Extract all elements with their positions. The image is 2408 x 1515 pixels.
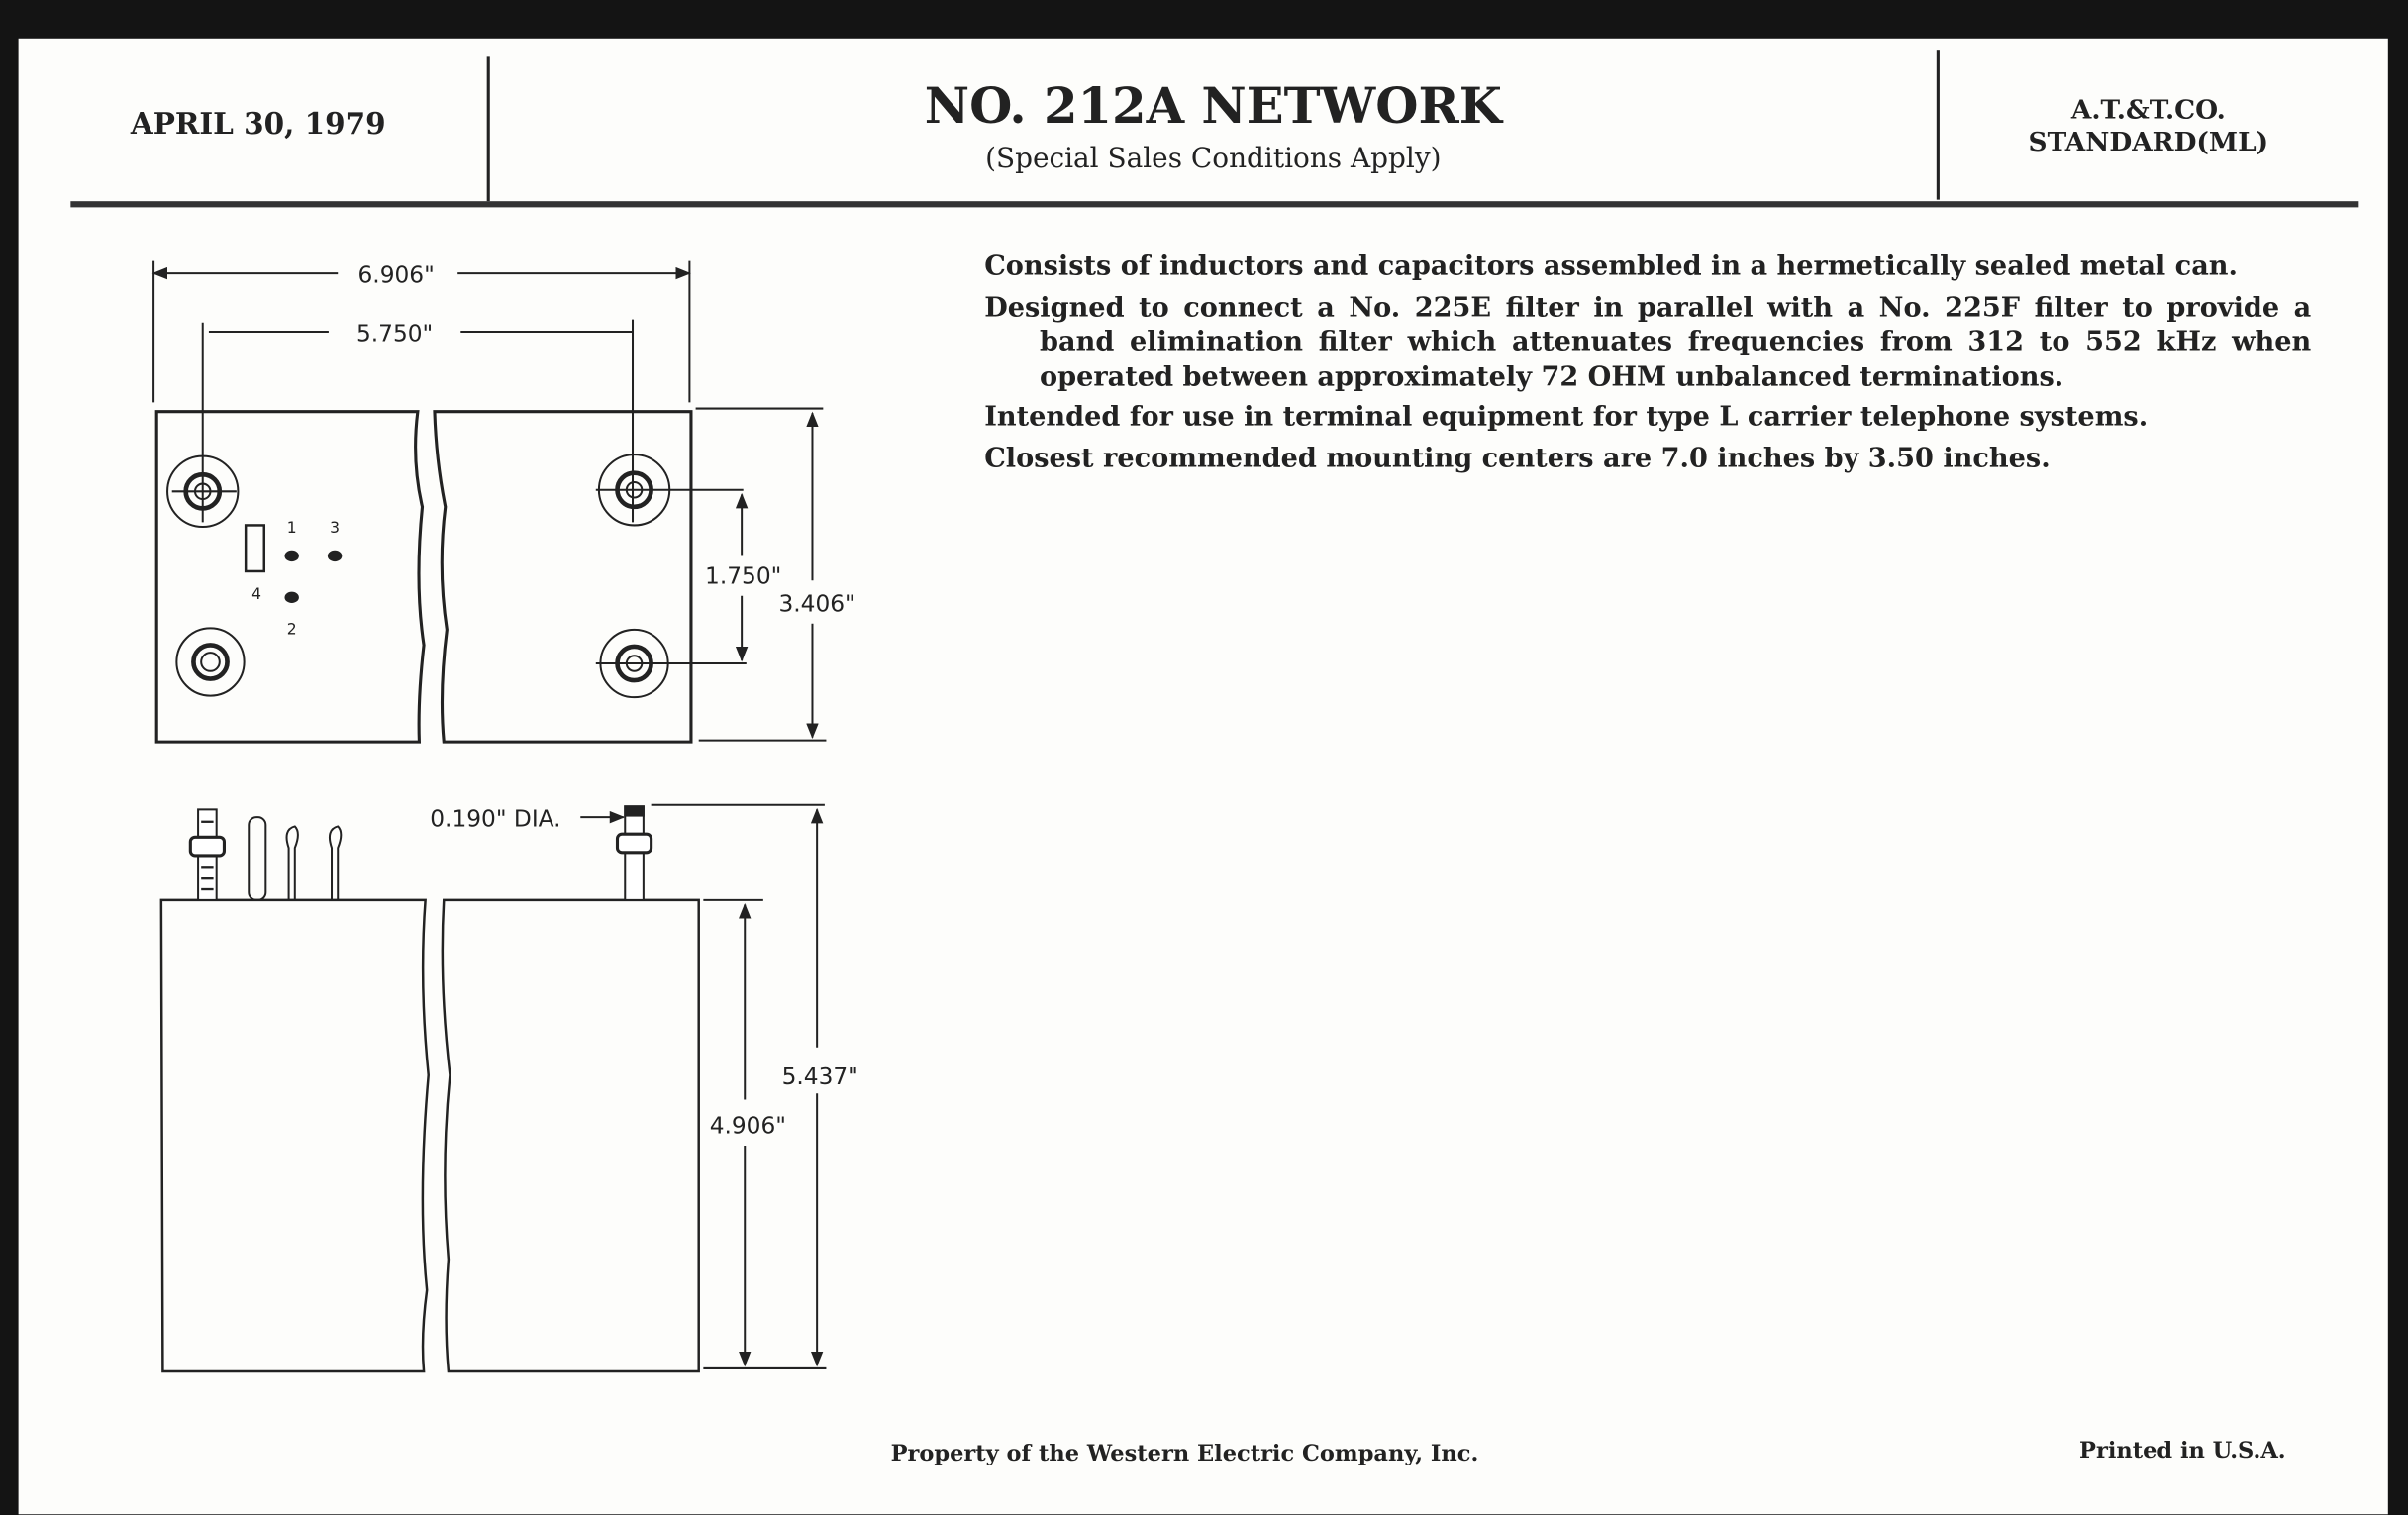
terminal-lug-icon: [248, 816, 267, 901]
dimension-overall-width: 6.906": [358, 261, 435, 288]
property-notice: Property of the Western Electric Company…: [890, 1440, 1479, 1467]
dimension-mounting-width: 5.750": [356, 320, 433, 347]
header-rule: [70, 201, 2359, 208]
mounting-stud-icon: [595, 454, 744, 527]
issue-date: APRIL 30, 1979: [130, 107, 386, 142]
top-view: [151, 260, 827, 744]
dimension-overall-depth: 3.406": [778, 590, 854, 617]
page-title: NO. 212A NETWORK: [924, 76, 1502, 136]
printed-notice: Printed in U.S.A.: [2079, 1437, 2286, 1464]
terminal-label: 2: [287, 621, 297, 639]
mounting-stud-icon: [595, 628, 747, 699]
description-paragraph: Designed to connect a No. 225E filter in…: [984, 292, 2312, 393]
dimension-mounting-height: 1.750": [705, 562, 781, 589]
dimension-overall-height: 5.437": [782, 1063, 858, 1090]
dimension-stud-diameter: 0.190" DIA.: [430, 805, 560, 832]
side-view: [159, 803, 827, 1373]
terminal-lug-icon: [328, 825, 343, 900]
standard-type: STANDARD(ML): [2028, 127, 2269, 158]
description-paragraph: Closest recommended mounting centers are…: [984, 443, 2051, 474]
description-paragraph: Intended for use in terminal equipment f…: [984, 402, 2149, 434]
mounting-stud-icon: [175, 627, 246, 697]
page-subtitle: (Special Sales Conditions Apply): [985, 143, 1442, 175]
terminal-label: 3: [330, 519, 340, 537]
header-divider: [1936, 50, 1940, 200]
terminal-label: 4: [251, 585, 261, 603]
description: Consists of inductors and capacitors ass…: [984, 251, 2311, 482]
header-divider: [486, 56, 490, 202]
mounting-stud-icon: [166, 454, 240, 529]
terminal-lug-icon: [285, 825, 299, 900]
paper-sheet: [18, 38, 2388, 1515]
description-paragraph: Consists of inductors and capacitors ass…: [984, 252, 2238, 283]
standard-org: A.T.&T.CO.: [2070, 95, 2226, 127]
dimension-can-height: 4.906": [710, 1113, 786, 1140]
terminal-label: 1: [287, 519, 297, 537]
